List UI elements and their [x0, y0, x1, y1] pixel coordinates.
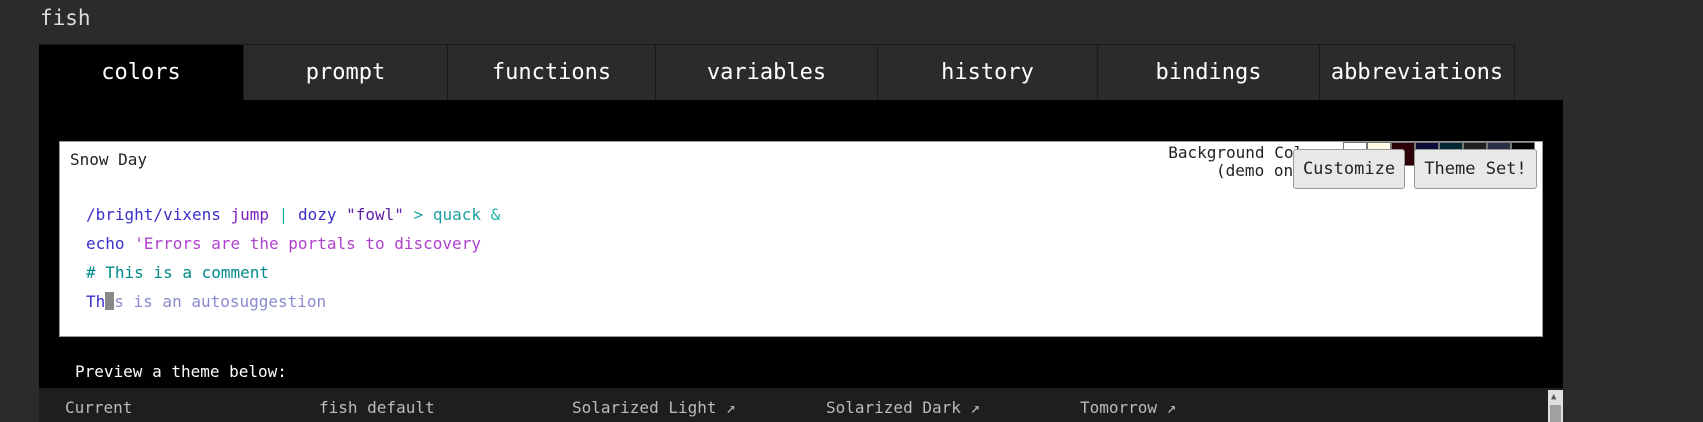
demo-pipe: | — [278, 205, 289, 224]
customize-button[interactable]: Customize — [1293, 149, 1405, 189]
theme-preview-tomorrow[interactable]: Tomorrow ↗ — [1080, 398, 1310, 422]
demo-background-op: & — [490, 205, 501, 224]
tab-abbreviations[interactable]: abbreviations — [1320, 44, 1515, 100]
demo-quote: "fowl" — [346, 205, 404, 224]
theme-preview-solarized-dark[interactable]: Solarized Dark ↗ — [826, 398, 1056, 422]
demo-redirection: > — [413, 205, 424, 224]
theme-preview-fish-default[interactable]: fish default — [319, 398, 549, 422]
theme-name: Snow Day — [70, 150, 148, 169]
demo-line-4: Th s is an autosuggestion — [86, 287, 500, 316]
scroll-thumb[interactable] — [1550, 405, 1561, 422]
demo-line-2: echo 'Errors are the portals to discover… — [86, 229, 500, 258]
tab-prompt[interactable]: prompt — [244, 44, 448, 100]
background-color-label-line1: Background Color: — [1168, 143, 1332, 162]
demo-comment: # This is a comment — [86, 263, 270, 282]
theme-set-button[interactable]: Theme Set! — [1414, 149, 1537, 189]
theme-preview-solarized-light[interactable]: Solarized Light ↗ — [572, 398, 802, 422]
scroll-up-arrow-icon[interactable]: ▲ — [1551, 392, 1557, 402]
demo-redirect-target: quack — [432, 205, 482, 224]
demo-line-3: # This is a comment — [86, 258, 500, 287]
demo-typed-text: Th — [86, 292, 106, 311]
text-cursor — [105, 292, 115, 310]
tab-functions[interactable]: functions — [448, 44, 656, 100]
demo-command: /bright/vixens — [86, 205, 221, 224]
tab-variables[interactable]: variables — [656, 44, 878, 100]
theme-preview-list: Current fish default Solarized Light ↗ S… — [39, 388, 1563, 422]
tab-bar: colors prompt functions variables histor… — [39, 44, 1563, 100]
demo-command-2: dozy — [297, 205, 337, 224]
tab-history[interactable]: history — [878, 44, 1098, 100]
demo-line-1: /bright/vixens jump | dozy "fowl" > quac… — [86, 200, 500, 229]
demo-param: jump — [230, 205, 270, 224]
demo-autosuggestion: s is an autosuggestion — [114, 292, 327, 311]
demo-code: /bright/vixens jump | dozy "fowl" > quac… — [86, 200, 500, 316]
tab-colors[interactable]: colors — [39, 44, 244, 100]
tab-bindings[interactable]: bindings — [1098, 44, 1320, 100]
app-title: fish — [40, 6, 91, 30]
demo-error-string: 'Errors are the portals to discovery — [134, 234, 481, 253]
preview-label: Preview a theme below: — [75, 362, 287, 381]
theme-preview-current[interactable]: Current — [65, 398, 295, 422]
demo-echo-command: echo — [86, 234, 125, 253]
